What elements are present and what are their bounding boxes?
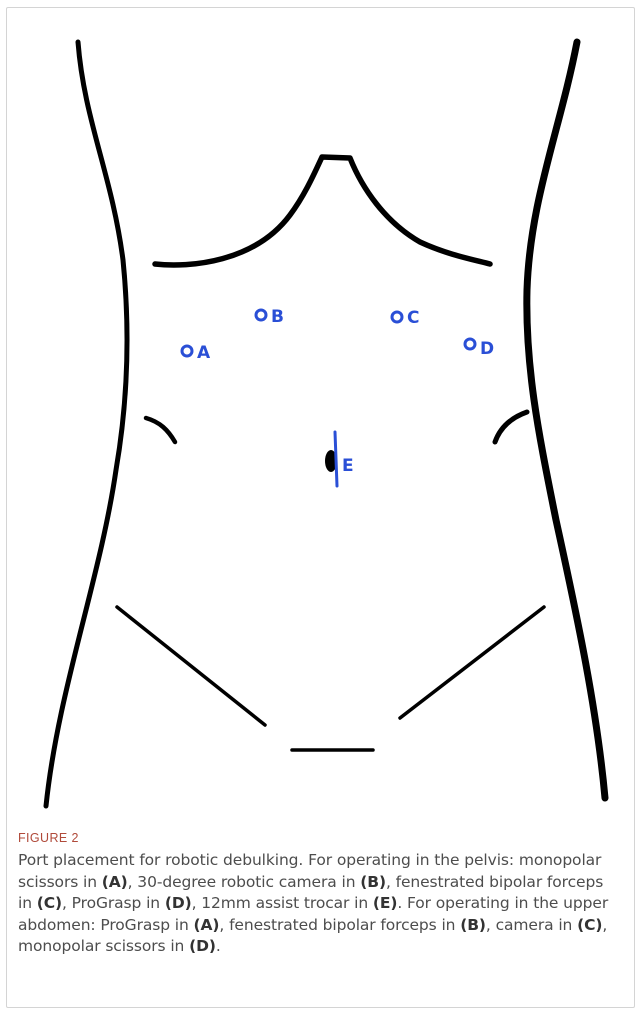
caption-text: Port placement for robotic debulking. Fo… bbox=[18, 850, 618, 958]
port-a: A bbox=[182, 343, 211, 363]
caption-ref: (D) bbox=[165, 894, 192, 912]
port-e-trocar-line bbox=[335, 432, 337, 486]
right-iliac-mark bbox=[495, 412, 527, 442]
port-a-circle bbox=[182, 346, 192, 356]
figure-label: FIGURE 2 bbox=[18, 831, 618, 845]
caption-ref: (C) bbox=[37, 894, 62, 912]
port-c-label: C bbox=[407, 308, 419, 328]
caption-seg: , 30-degree robotic camera in bbox=[128, 873, 361, 891]
torso-left-outline bbox=[46, 42, 127, 806]
port-e-label: E bbox=[342, 456, 354, 476]
caption-seg: , ProGrasp in bbox=[62, 894, 165, 912]
port-c-circle bbox=[392, 312, 402, 322]
caption-ref: (B) bbox=[360, 873, 386, 891]
caption-ref: (E) bbox=[373, 894, 397, 912]
caption-ref: (B) bbox=[460, 916, 486, 934]
caption-ref: (A) bbox=[194, 916, 220, 934]
left-iliac-mark bbox=[146, 418, 175, 442]
port-b-circle bbox=[256, 310, 266, 320]
caption-ref: (D) bbox=[189, 937, 216, 955]
port-c: C bbox=[392, 308, 419, 328]
port-b: B bbox=[256, 307, 284, 327]
caption-seg: , camera in bbox=[486, 916, 577, 934]
caption-ref: (C) bbox=[577, 916, 602, 934]
caption-seg: . bbox=[216, 937, 221, 955]
port-d-circle bbox=[465, 339, 475, 349]
port-a-label: A bbox=[197, 343, 211, 363]
torso-illustration: A B C D E bbox=[0, 0, 641, 820]
caption-seg: , 12mm assist trocar in bbox=[192, 894, 373, 912]
torso-right-outline bbox=[527, 42, 605, 798]
port-d: D bbox=[465, 339, 494, 359]
costal-margin bbox=[155, 157, 490, 265]
port-d-label: D bbox=[480, 339, 494, 359]
right-inguinal-line bbox=[400, 607, 544, 718]
caption-seg: , fenestrated bipolar forceps in bbox=[219, 916, 460, 934]
figure-caption: FIGURE 2 Port placement for robotic debu… bbox=[18, 831, 618, 958]
caption-ref: (A) bbox=[102, 873, 128, 891]
port-b-label: B bbox=[271, 307, 284, 327]
left-inguinal-line bbox=[117, 607, 265, 725]
port-e: E bbox=[335, 432, 354, 486]
